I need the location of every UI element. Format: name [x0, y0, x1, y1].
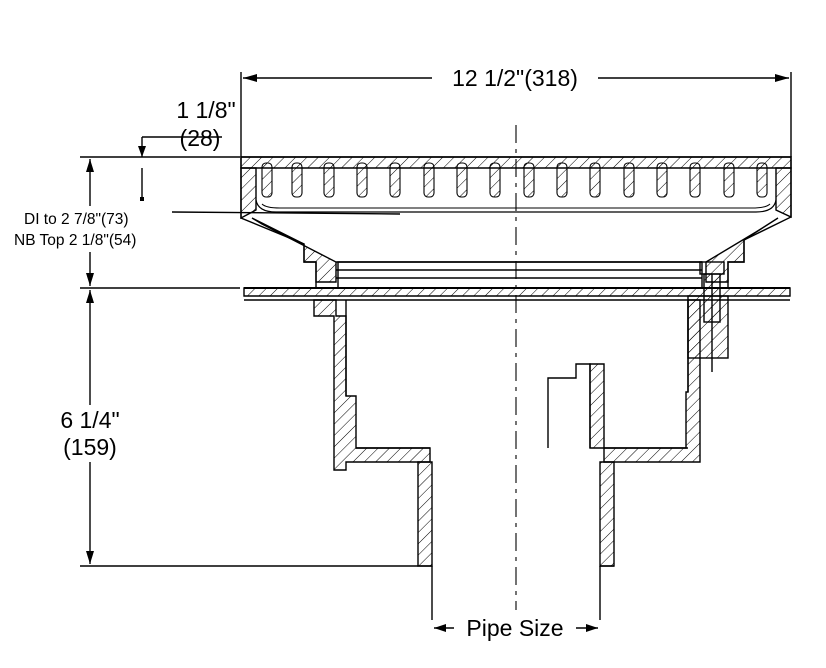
- di-height-label: DI to 2 7/8"(73): [24, 211, 129, 228]
- left-dimensions: [80, 136, 418, 567]
- internal-web: [547, 363, 605, 449]
- pipe-size-label: Pipe Size: [466, 615, 563, 641]
- overall-width-label: 12 1/2"(318): [452, 65, 578, 91]
- overall-width-dimension: [240, 72, 792, 157]
- outlet-pipe: [417, 461, 615, 620]
- body-height-mm-label: (159): [63, 434, 117, 460]
- pipe-size-dimension: [434, 624, 598, 632]
- nb-top-height-label: NB Top 2 1/8"(54): [14, 232, 136, 249]
- grate-bars: [261, 162, 768, 198]
- body-height-label: 6 1/4": [60, 407, 119, 433]
- top-offset-mm-label: (28): [180, 125, 221, 151]
- drain-body: [313, 299, 701, 471]
- top-offset-label: 1 1/8": [176, 97, 235, 123]
